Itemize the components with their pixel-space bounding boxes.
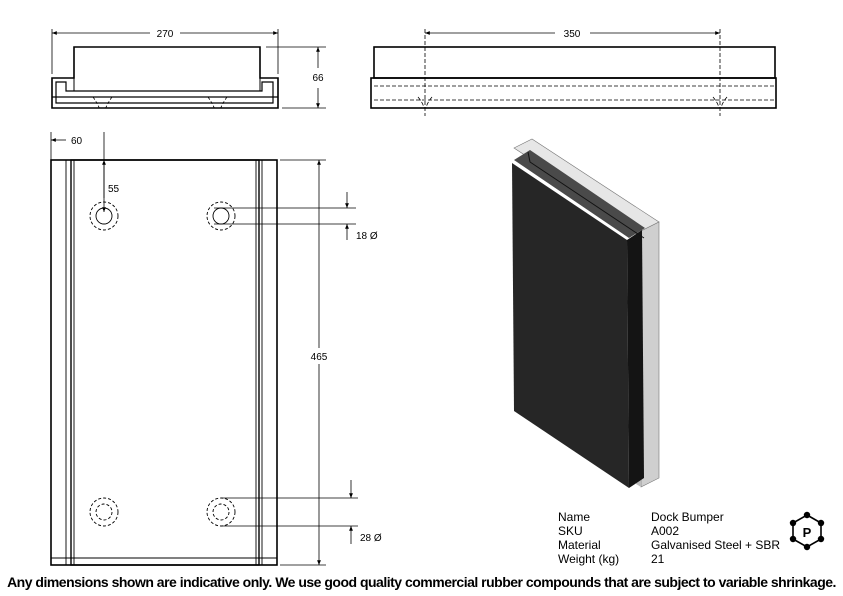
rubber-face xyxy=(512,163,629,488)
spec-row-name: Name Dock Bumper xyxy=(558,510,780,524)
plan-view-holes xyxy=(89,201,236,527)
isometric-render xyxy=(512,138,660,488)
spec-table: Name Dock Bumper SKU A002 Material Galva… xyxy=(558,510,780,566)
dimension-small-hole-label: 18 Ø xyxy=(356,231,378,242)
side-view-rubber xyxy=(373,46,776,79)
dimension-length-label: 465 xyxy=(311,352,328,363)
spec-label: Material xyxy=(558,538,601,552)
spec-label: Name xyxy=(558,510,591,524)
plan-view-outline xyxy=(50,159,278,566)
spec-value: 21 xyxy=(651,552,665,566)
dimension-flange-label: 60 xyxy=(71,136,83,147)
spec-row-sku: SKU A002 xyxy=(558,524,780,538)
dimension-height xyxy=(266,46,326,109)
end-view-hidden-holes xyxy=(92,96,228,111)
side-view-plate xyxy=(370,77,777,109)
dimension-small-hole xyxy=(214,192,356,240)
dimension-side-length-label: 350 xyxy=(564,29,581,40)
spec-row-weight: Weight (kg) 21 xyxy=(558,552,780,566)
spec-row-material: Material Galvanised Steel + SBR xyxy=(558,538,780,552)
dimension-top-width xyxy=(51,29,279,74)
dimension-large-hole xyxy=(221,480,358,544)
rubber-side xyxy=(627,230,644,488)
end-view-outline xyxy=(51,46,279,109)
dimension-large-hole-label: 28 Ø xyxy=(360,533,382,544)
rubber-top xyxy=(514,150,645,238)
dimension-length xyxy=(280,159,326,566)
spec-value: A002 xyxy=(651,524,680,538)
logo-letter: P xyxy=(803,525,812,540)
plan-view xyxy=(50,159,278,566)
dimension-height-label: 66 xyxy=(312,73,324,84)
spec-value: Dock Bumper xyxy=(651,510,724,524)
side-view xyxy=(370,29,777,116)
spec-label: SKU xyxy=(558,524,583,538)
dimension-top-width-label: 270 xyxy=(157,29,174,40)
plan-view-rubber xyxy=(70,159,260,566)
disclaimer-footer: Any dimensions shown are indicative only… xyxy=(7,574,836,590)
brand-logo-icon: P xyxy=(789,511,825,551)
spec-value: Galvanised Steel + SBR xyxy=(651,538,781,552)
spec-label: Weight (kg) xyxy=(558,552,620,566)
end-view-channel xyxy=(55,81,274,104)
dimension-hole-offset-label: 55 xyxy=(108,184,120,195)
end-view xyxy=(51,46,279,111)
